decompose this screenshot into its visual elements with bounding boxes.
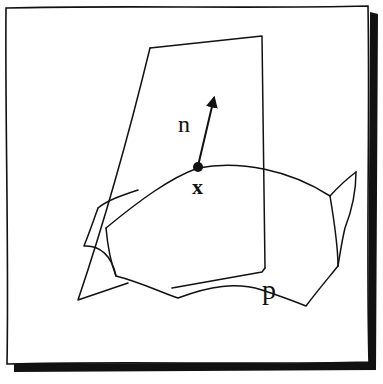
point-dot bbox=[193, 162, 203, 172]
figure-label: n bbox=[178, 112, 190, 136]
surface-right-edge bbox=[330, 196, 338, 266]
tangent-plane bbox=[150, 36, 265, 268]
surface-far-edge bbox=[338, 172, 356, 266]
figure-label: x bbox=[192, 176, 203, 198]
paper-border bbox=[6, 6, 369, 364]
tangent-plane-left bbox=[78, 48, 150, 300]
surface-back-edge bbox=[98, 190, 138, 208]
normal-vector bbox=[198, 98, 214, 166]
surface-left-edge bbox=[84, 208, 116, 276]
figure-label: p bbox=[262, 276, 276, 304]
surface-lower-edge bbox=[106, 228, 338, 306]
surface-front-edge bbox=[106, 165, 356, 228]
tangent-plane-bottom bbox=[172, 268, 265, 288]
